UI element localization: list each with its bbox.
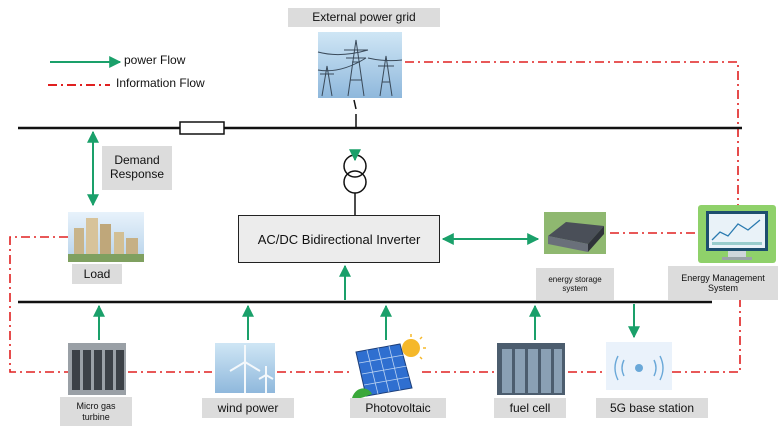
demand-response-line1: Demand	[114, 153, 160, 168]
legend-power-flow-label: power Flow	[124, 53, 186, 67]
demand-response-line2: Response	[109, 167, 165, 181]
power-flow-arrows	[87, 130, 640, 340]
ems-line1: Energy Management	[681, 272, 765, 283]
photovoltaic-label: Photovoltaic	[350, 398, 446, 418]
bus-impedance	[179, 121, 225, 135]
transformer-symbol	[343, 154, 367, 215]
legend-information-flow-label: Information Flow	[116, 76, 205, 90]
load-label: Load	[72, 264, 122, 284]
demand-response-label: Demand Response	[102, 146, 172, 190]
micro-gas-line2: turbine	[82, 411, 110, 422]
energy-storage-line1: energy storage	[548, 274, 602, 284]
micro-gas-line1: Micro gas	[76, 401, 116, 412]
energy-storage-label: energy storage system	[536, 268, 614, 300]
fuel-cell-label: fuel cell	[494, 398, 566, 418]
photovoltaic-image	[352, 334, 426, 399]
energy-storage-line2: system	[562, 284, 588, 293]
ems-monitor-image	[698, 205, 776, 263]
energy-storage-image	[544, 212, 606, 254]
load-image	[68, 212, 144, 262]
grid-switch	[353, 99, 357, 110]
5g-base-station-image	[606, 342, 672, 390]
fuel-cell-image	[497, 343, 565, 395]
micro-gas-turbine-image	[68, 343, 126, 395]
wind-power-label: wind power	[202, 398, 294, 418]
ems-label: Energy Management System	[668, 266, 778, 300]
micro-gas-turbine-label: Micro gas turbine	[60, 397, 132, 426]
5g-base-station-label: 5G base station	[596, 398, 708, 418]
information-flow-lines	[9, 61, 741, 373]
power-grid-image	[317, 32, 403, 98]
ems-line2: System	[707, 283, 738, 293]
external-grid-label: External power grid	[288, 8, 440, 27]
wind-turbine-image	[215, 343, 275, 393]
inverter-box: AC/DC Bidirectional Inverter	[238, 215, 440, 263]
